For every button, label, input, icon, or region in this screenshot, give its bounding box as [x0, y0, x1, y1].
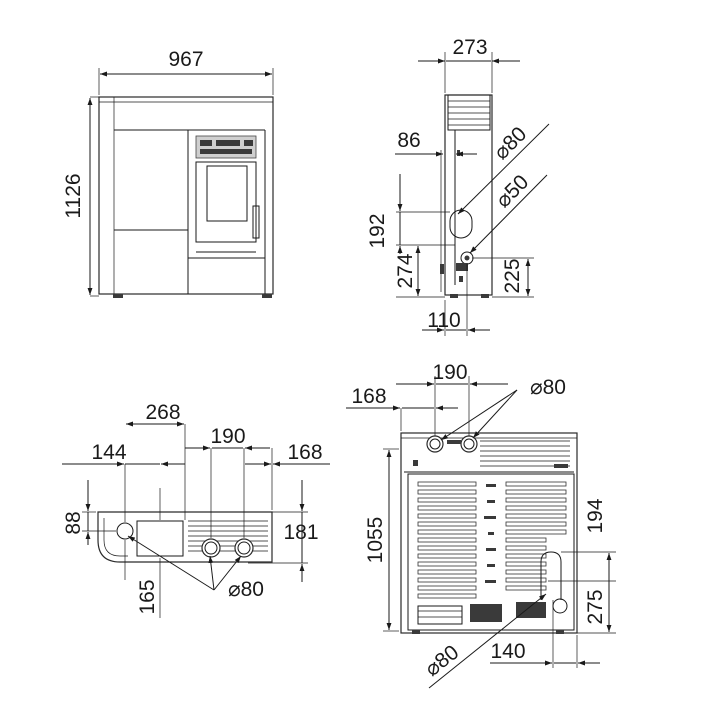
rear-vent-louvres	[417, 481, 567, 599]
top-dist-d-label: 168	[287, 441, 322, 464]
rear-height-b-label: 275	[584, 589, 607, 624]
rear-dia-top-label: ⌀80	[530, 376, 566, 399]
rear-height-label: 1055	[364, 517, 387, 564]
front-width-label: 967	[168, 48, 203, 71]
rear-dist-b-label: 168	[351, 385, 386, 408]
front-height-label: 1126	[62, 173, 85, 218]
top-dist-a-label: 268	[145, 401, 180, 424]
rear-view: 190 168 ⌀80 1055 194 275 ⌀80 140	[346, 361, 616, 689]
top-depth-a-label: 88	[62, 511, 85, 534]
front-view: 967 1126	[62, 48, 274, 298]
side-depth-label: 273	[452, 36, 487, 59]
side-height-c-label: 225	[501, 258, 524, 293]
side-height-a-label: 192	[366, 213, 389, 248]
top-view: 268 144 190 168 88 181 165 ⌀80	[62, 401, 330, 618]
top-depth-b-label: 181	[283, 521, 318, 544]
side-offset-top-label: 86	[397, 129, 420, 152]
top-dist-c-label: 190	[210, 425, 245, 448]
side-height-b-label: 274	[394, 253, 417, 288]
rear-dist-c-label: 140	[490, 640, 525, 663]
side-view: 273 86 ⌀80 ⌀50 192 274 225 110	[366, 36, 550, 336]
rear-dia-bottom-label: ⌀80	[421, 641, 464, 681]
side-dia-upper-label: ⌀80	[490, 123, 532, 165]
top-dia-label: ⌀80	[228, 578, 264, 601]
side-dia-lower-label: ⌀50	[492, 171, 534, 213]
top-dist-b-label: 144	[91, 441, 126, 464]
side-offset-bottom-label: 110	[427, 309, 460, 332]
rear-dist-a-label: 190	[432, 361, 467, 384]
top-dist-e-label: 165	[136, 579, 159, 614]
rear-height-a-label: 194	[584, 498, 607, 533]
